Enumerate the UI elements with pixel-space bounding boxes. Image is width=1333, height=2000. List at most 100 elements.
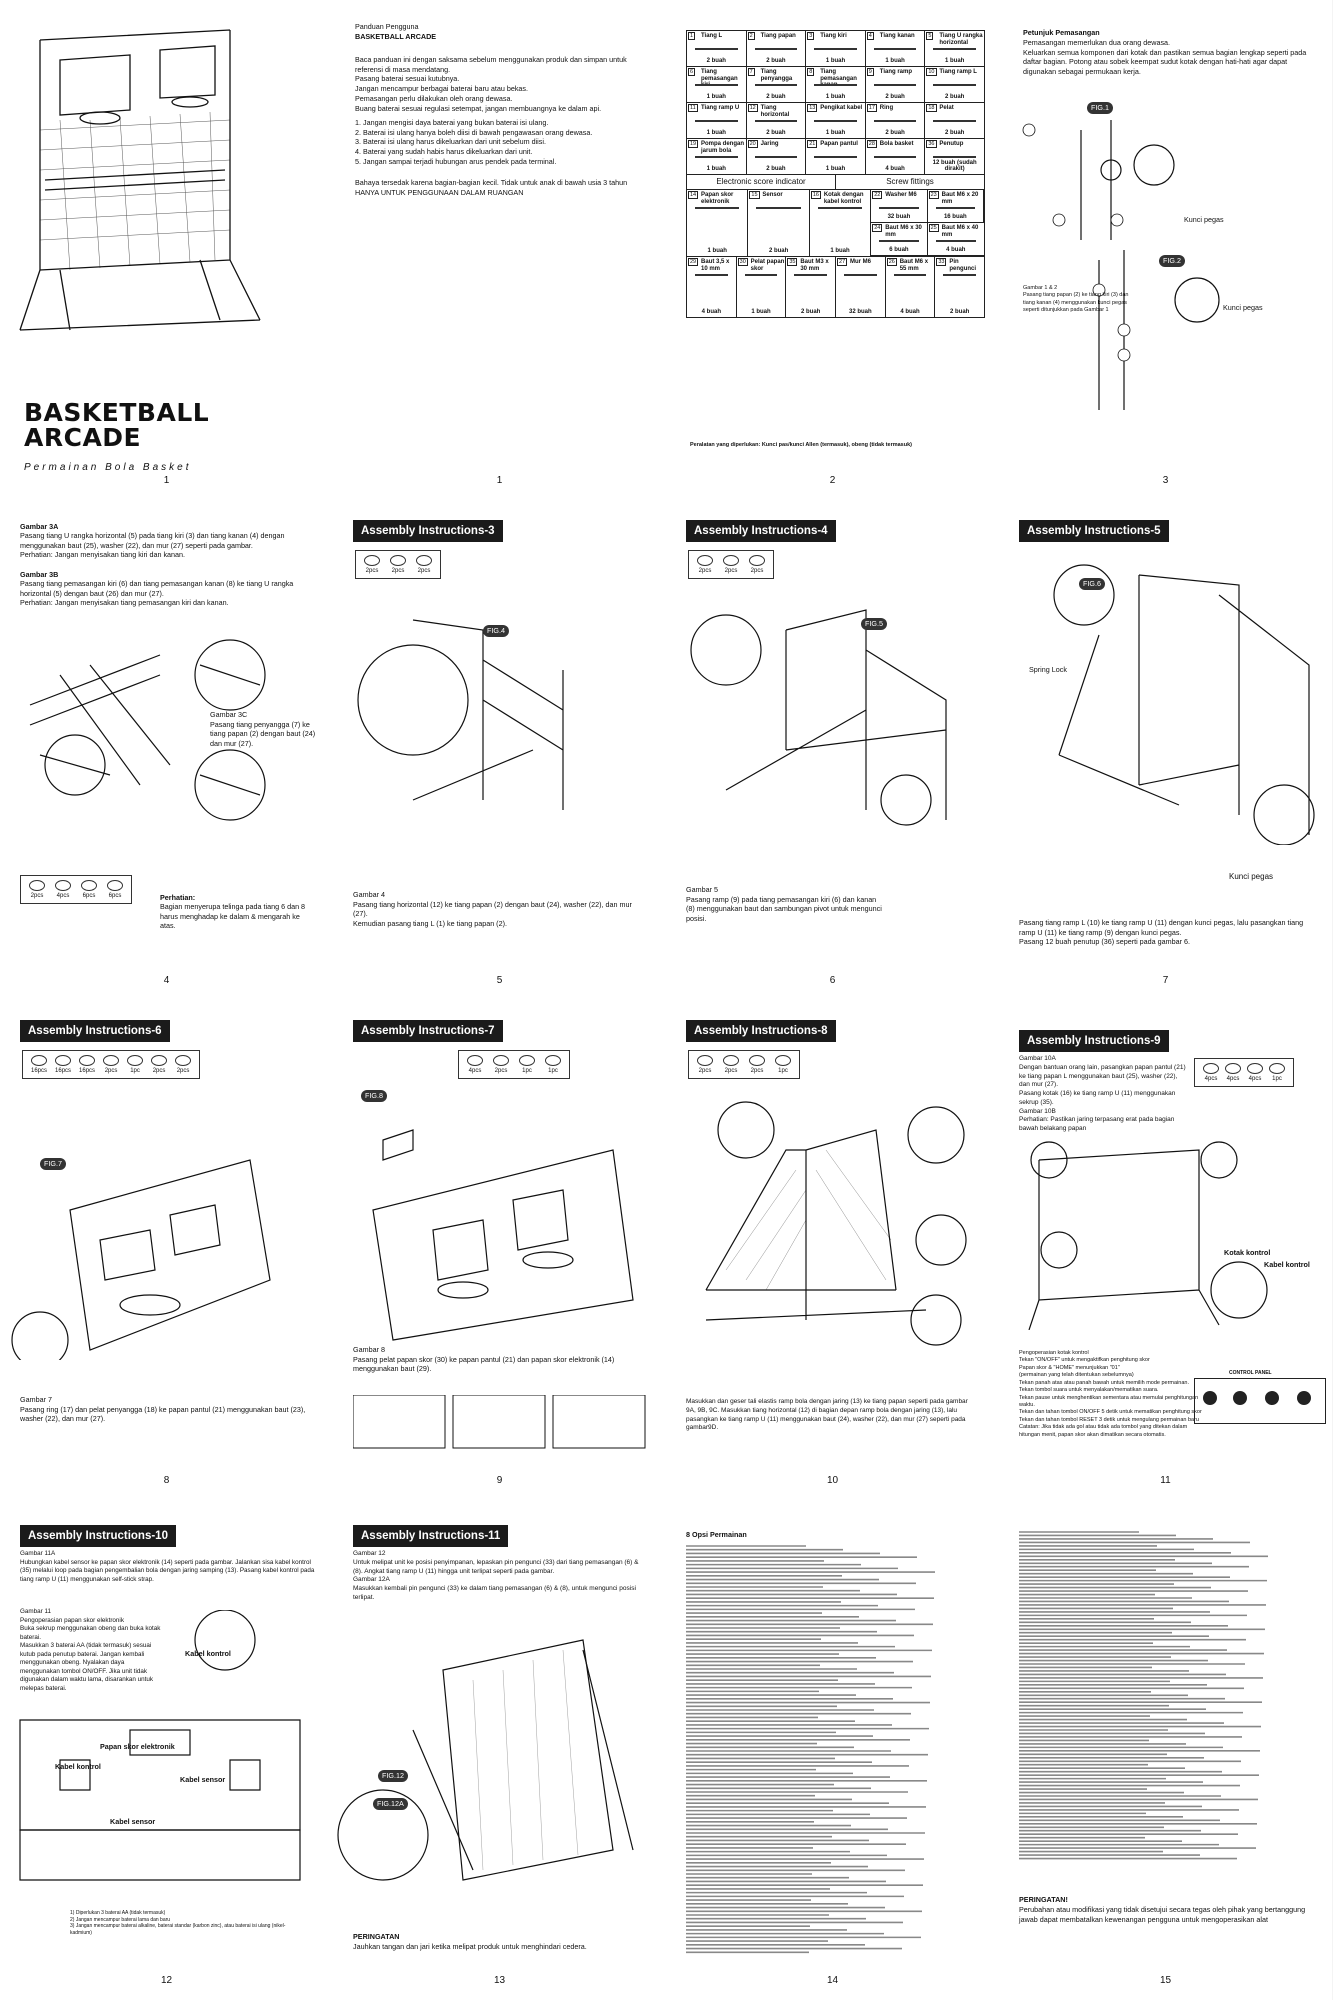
cover-title-line1: BASKETBALL xyxy=(24,398,210,427)
page-10: Assembly Instructions-8 2pcs 2pcs 2pcs 1… xyxy=(666,1000,999,1500)
fig2-lock-label: Kunci pegas xyxy=(1223,303,1263,312)
page-number: 10 xyxy=(826,1475,839,1486)
guide-body: Baca panduan ini dengan saksama sebelum … xyxy=(355,55,627,113)
hw-27: 6pcs xyxy=(107,880,123,899)
fig1-lock-label: Kunci pegas xyxy=(1184,215,1224,224)
page-number: 15 xyxy=(1159,1975,1172,1986)
p9-hardware: 4pcs 2pcs 1pc 1pc xyxy=(458,1050,570,1079)
p14-text-block xyxy=(686,1545,935,1954)
p10-caption: Masukkan dan geser tali elastis ramp bol… xyxy=(686,1398,968,1432)
p3-heading: Petunjuk Pemasangan xyxy=(1023,28,1100,37)
p9-caption: Gambar 8 Pasang pelat papan skor (30) ke… xyxy=(353,1345,615,1374)
guide-heading: Panduan Pengguna xyxy=(355,22,419,31)
p10-header: Assembly Instructions-8 xyxy=(686,1020,836,1042)
p11-text: Gambar 10A Dengan bantuan orang lain, pa… xyxy=(1019,1055,1186,1133)
p12-text2: Gambar 11 Pengoperasian papan skor elekt… xyxy=(20,1608,161,1692)
p4-note-title: Perhatian: xyxy=(160,893,196,902)
page-number: 11 xyxy=(1160,1475,1171,1486)
page-number: 5 xyxy=(496,975,503,986)
kunci-pegas-label: Kunci pegas xyxy=(1229,872,1274,881)
p6-hardware: 2pcs 2pcs 2pcs xyxy=(688,550,774,579)
p12-l3a: Kabel sensor xyxy=(180,1775,226,1784)
p8-caption: Gambar 7 Pasang ring (17) dan pelat peny… xyxy=(20,1395,306,1424)
fig1-label: FIG.1 xyxy=(1087,102,1113,114)
page-13: Assembly Instructions-11 Gambar 12 Untuk… xyxy=(333,1500,666,2000)
p13-header: Assembly Instructions-11 xyxy=(353,1525,509,1547)
fig12-diagram xyxy=(337,1639,634,1881)
p13-warn: Jauhkan tangan dan jari ketika melipat p… xyxy=(353,1942,587,1951)
sound-button[interactable] xyxy=(1203,1391,1217,1405)
page-7: Assembly Instructions-5 FIG.6 Spring Loc… xyxy=(999,500,1332,1000)
guide-warning: Bahaya tersedak karena bagian-bagian kec… xyxy=(355,178,628,197)
fig7-label: FIG.7 xyxy=(40,1158,66,1170)
p14-heading: 8 Opsi Permainan xyxy=(686,1530,747,1539)
page-number: 6 xyxy=(829,975,836,986)
p4-a-text: Pasang tiang U rangka horizontal (5) pad… xyxy=(20,531,285,560)
select-button[interactable] xyxy=(1265,1391,1279,1405)
reset-button[interactable] xyxy=(1297,1391,1311,1405)
p13-text: Gambar 12 Untuk melipat unit ke posisi p… xyxy=(353,1550,639,1601)
page-number: 7 xyxy=(1162,975,1169,986)
cover-title: BASKETBALL ARCADE xyxy=(24,400,209,450)
page-number: 13 xyxy=(493,1975,506,1986)
page-5: Assembly Instructions-3 2pcs 2pcs 2pcs F… xyxy=(333,500,666,1000)
p15-warn-title: PERINGATAN! xyxy=(1019,1895,1068,1904)
p4-a-title: Gambar 3A xyxy=(20,522,59,531)
page-number: 8 xyxy=(163,1475,170,1486)
p12-l1b: Kabel kontrol xyxy=(55,1762,101,1771)
p8-header: Assembly Instructions-6 xyxy=(20,1020,170,1042)
p9-steps xyxy=(353,1395,646,1449)
p4-b-title: Gambar 3B xyxy=(20,570,59,579)
fig9-diagram xyxy=(705,1101,967,1346)
page-3: Petunjuk Pemasangan Pemasangan memerluka… xyxy=(999,0,1332,500)
p5-header: Assembly Instructions-3 xyxy=(353,520,503,542)
p11-header: Assembly Instructions-9 xyxy=(1019,1030,1169,1052)
play-button[interactable] xyxy=(1233,1391,1247,1405)
p11-label2: Kabel kontrol xyxy=(1264,1260,1310,1269)
page-number: 1 xyxy=(163,475,170,486)
page-number: 9 xyxy=(496,1475,503,1486)
fig12a-label: FIG.12A xyxy=(373,1798,408,1810)
spring-lock-label: Spring Lock xyxy=(1029,665,1067,674)
page-1-cover: BASKETBALL ARCADE Permainan Bola Basket … xyxy=(0,0,333,500)
p4-hardware-box: 2pcs 4pcs 6pcs 6pcs xyxy=(20,875,132,904)
page-number: 3 xyxy=(1162,475,1169,486)
page-number: 1 xyxy=(496,475,503,486)
p3-caption: Gambar 1 & 2 Pasang tiang papan (2) ke t… xyxy=(1023,285,1129,314)
fig10-diagram xyxy=(1028,1141,1268,1330)
p15-warn: Perubahan atau modifikasi yang tidak dis… xyxy=(1019,1905,1306,1924)
page-8: Assembly Instructions-6 16pcs 16pcs 16pc… xyxy=(0,1000,333,1500)
p8-hardware: 16pcs 16pcs 16pcs 2pcs 1pc 2pcs 2pcs xyxy=(22,1050,201,1079)
page-number: 2 xyxy=(829,475,836,486)
fig2-label: FIG.2 xyxy=(1159,255,1185,267)
page-12: Assembly Instructions-10 Gambar 11A Hubu… xyxy=(0,1500,333,2000)
page-14: 8 Opsi Permainan 14 xyxy=(666,1500,999,2000)
page-6: Assembly Instructions-4 2pcs 2pcs 2pcs F… xyxy=(666,500,999,1000)
p3-body: Pemasangan memerlukan dua orang dewasa. … xyxy=(1023,38,1307,77)
